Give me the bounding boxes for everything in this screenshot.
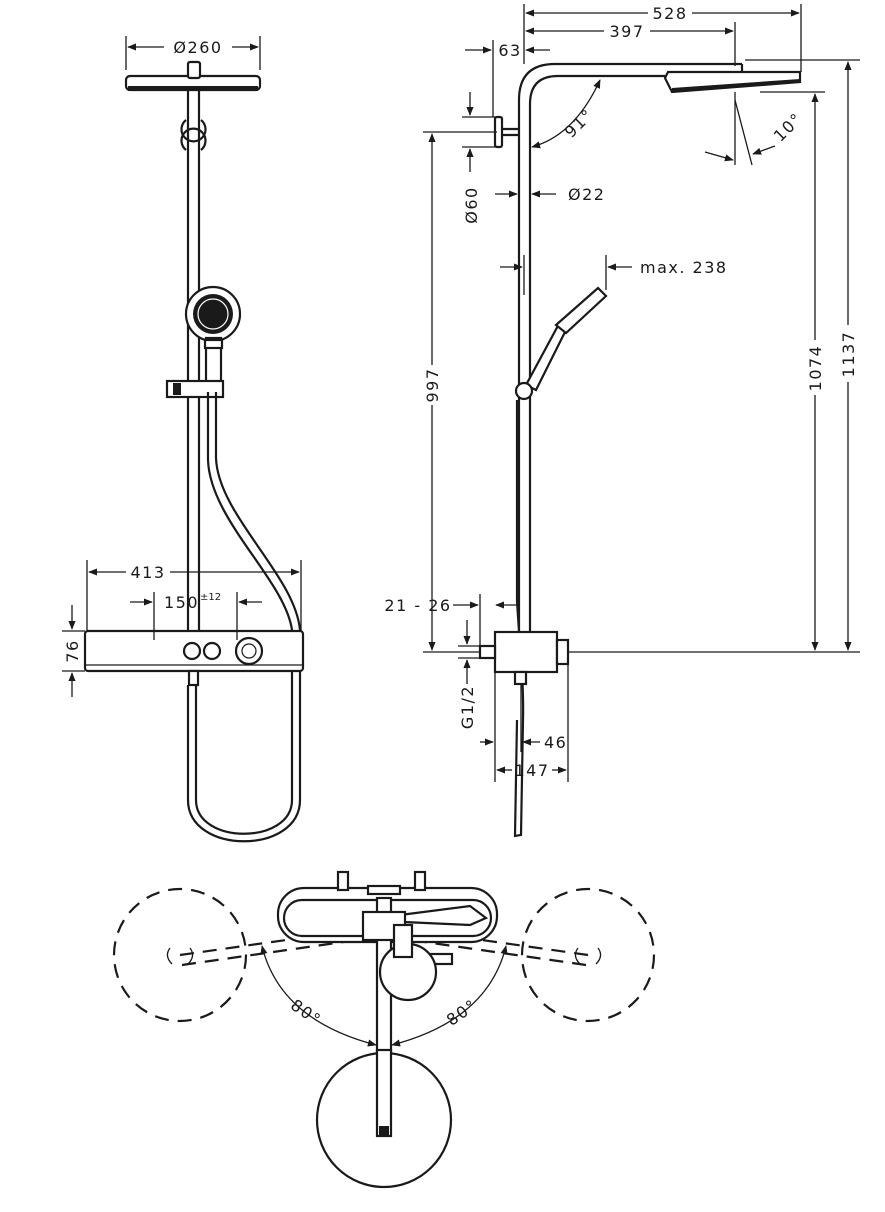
side-hand-shower xyxy=(513,286,608,838)
label-spacing: 150 xyxy=(164,593,199,612)
label-arm-angle: 91° xyxy=(561,105,598,142)
side-head xyxy=(663,70,802,94)
dim-head-height: 1074 xyxy=(568,91,860,653)
label-head-offset: 397 xyxy=(609,22,644,41)
dim-head-offset: 397 xyxy=(525,22,736,66)
dim-head-diameter: Ø260 xyxy=(125,36,261,70)
overhead-shower-head xyxy=(124,60,262,92)
top-view: 80° 80° xyxy=(112,870,656,1189)
dim-total-height: 1137 xyxy=(745,59,860,651)
dim-spacing: 150 ±12 xyxy=(130,592,262,640)
slider-bracket xyxy=(165,379,225,399)
label-bracket-offset: 63 xyxy=(498,41,521,60)
dim-angle-left: 80° xyxy=(260,945,377,1047)
label-bracket-height: 997 xyxy=(423,367,442,402)
label-width: 413 xyxy=(130,563,165,582)
dim-wall-distance: 21 - 26 xyxy=(384,594,518,646)
front-view: Ø260 413 150 ±12 76 xyxy=(62,36,305,843)
side-view: 528 397 63 91° 10° xyxy=(384,4,860,838)
label-head-height: 1074 xyxy=(806,345,825,392)
label-height: 76 xyxy=(63,639,82,662)
dim-pipe-diameter: Ø22 xyxy=(495,185,605,204)
rotation-circle-right xyxy=(520,887,656,1023)
label-spacing-tolerance: ±12 xyxy=(200,592,221,603)
dim-wall-disc: Ø60 xyxy=(462,92,497,224)
label-head-diameter: Ø260 xyxy=(173,38,222,57)
label-outlet-depth: 46 xyxy=(544,733,567,752)
rotation-circle-left xyxy=(112,887,248,1023)
dim-arm-angle: 91° xyxy=(531,79,601,149)
dim-connection-thread: G1/2 xyxy=(458,620,482,729)
label-wall-disc: Ø60 xyxy=(462,186,481,223)
side-thermostat xyxy=(478,630,570,686)
dim-bracket-height: 997 xyxy=(423,131,497,653)
dim-outlet-depth: 46 xyxy=(480,672,567,782)
thermostat-body xyxy=(83,629,305,687)
dim-height: 76 xyxy=(62,605,85,697)
label-arm-projection: 528 xyxy=(652,4,687,23)
riser-pipe xyxy=(180,90,207,632)
dim-bracket-offset: 63 xyxy=(465,40,550,117)
hand-shower xyxy=(184,285,242,386)
dim-total-depth: 147 xyxy=(496,664,569,782)
side-wall-bracket xyxy=(493,115,519,149)
dim-arm-projection: 528 xyxy=(523,4,802,72)
label-pipe-diameter: Ø22 xyxy=(568,185,605,204)
label-wall-distance: 21 - 26 xyxy=(384,596,451,615)
label-hand-shower-max: max. 238 xyxy=(640,258,728,277)
dim-head-tilt: 10° xyxy=(704,92,807,166)
dim-width: 413 xyxy=(86,560,302,631)
dim-hand-shower-max: max. 238 xyxy=(500,255,728,295)
label-head-tilt: 10° xyxy=(770,109,807,146)
label-angle-left: 80° xyxy=(287,995,325,1029)
label-angle-right: 80° xyxy=(443,995,481,1029)
label-total-depth: 147 xyxy=(514,761,549,780)
label-total-height: 1137 xyxy=(839,331,858,378)
shower-hose xyxy=(186,392,302,843)
label-connection-thread: G1/2 xyxy=(458,685,477,729)
